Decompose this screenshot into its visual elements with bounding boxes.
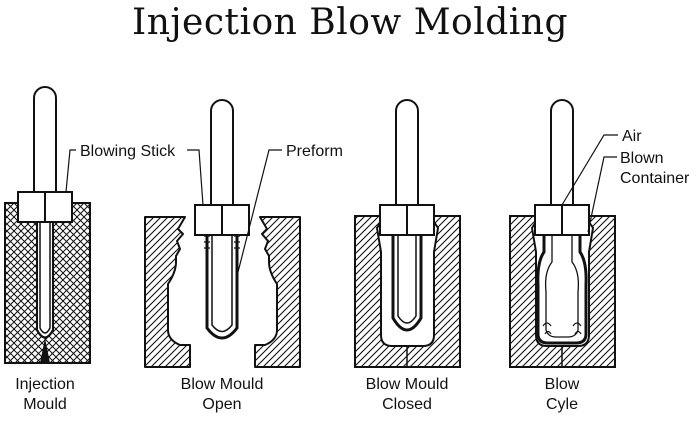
blown-container-leader xyxy=(587,156,617,233)
page-title: Injection Blow Molding xyxy=(131,2,569,43)
stage-label-blow-mould-closed: Blow Mould Closed xyxy=(365,376,449,413)
blown-container-callout-line1: Blown xyxy=(620,150,664,167)
blowing-stick-rod xyxy=(550,99,574,205)
injection-nozzle-icon xyxy=(40,338,50,363)
closed-mould-block xyxy=(354,215,461,368)
air-callout: Air xyxy=(622,128,642,145)
open-mould-right-half xyxy=(254,216,301,368)
blown-container xyxy=(536,230,588,345)
blowing-stick-callout: Blowing Stick xyxy=(80,143,176,160)
preform xyxy=(391,230,423,332)
air-leader xyxy=(561,134,618,206)
stage-blow-mould-closed xyxy=(354,99,461,368)
blowing-stick-leader xyxy=(187,149,204,206)
air-puff-icon xyxy=(542,322,582,335)
blowing-stick-rod xyxy=(395,99,419,205)
preform-leader xyxy=(235,149,282,281)
stage-blow-mould-open: Preform xyxy=(144,99,343,368)
blowing-stick-rod xyxy=(210,99,234,205)
blowing-stick-rod xyxy=(33,86,57,192)
open-mould-left-half xyxy=(144,216,191,368)
stage-injection-mould: Blowing Stick xyxy=(4,86,176,364)
stage-blow-cycle: Air Blown Container xyxy=(509,99,690,368)
stage-label-blow-cycle: Blow Cyle xyxy=(544,376,580,413)
stage-label-blow-mould-open: Blow Mould Open xyxy=(180,376,264,413)
stage-label-injection-mould: Injection Mould xyxy=(15,376,75,413)
preform-callout: Preform xyxy=(286,143,343,160)
blow-mould-block xyxy=(509,215,616,368)
injection-mould-block xyxy=(4,202,91,364)
preform xyxy=(205,230,239,340)
blowing-stick-leader xyxy=(65,149,76,193)
blown-container-callout-line2: Container xyxy=(620,170,690,187)
